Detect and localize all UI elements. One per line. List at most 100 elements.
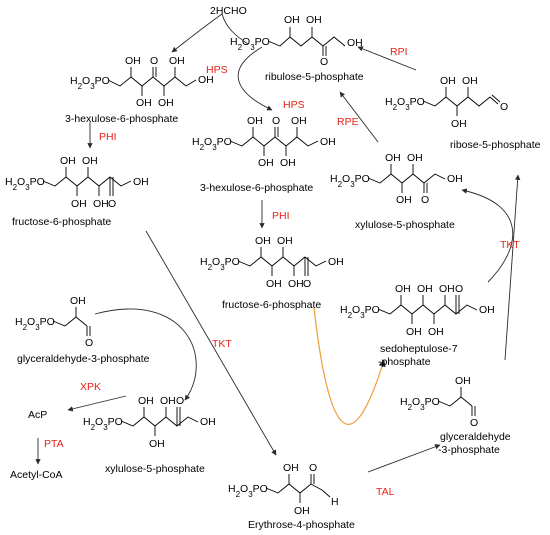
phosphate-group: H2O3PO	[330, 173, 370, 189]
phosphate-group: H2O3PO	[70, 75, 110, 91]
hydroxyl-group: OH	[406, 326, 422, 338]
oxygen-atom: O	[176, 395, 184, 407]
hydroxyl-group: OH	[462, 75, 478, 87]
phosphate-group: H2O3PO	[400, 396, 440, 412]
xylulose-5-phosphate-label: xylulose-5-phosphate	[355, 219, 455, 231]
phosphate-group: H2O3PO	[192, 136, 232, 152]
hydroxyl-group: OH	[158, 97, 174, 109]
enzyme-phi: PHI	[99, 131, 117, 143]
hydroxyl-group: OH	[284, 14, 300, 26]
enzyme-tkt: TKT	[500, 239, 520, 251]
oxygen-atom: O	[108, 198, 116, 210]
arrow-r5p-to-ru5p	[357, 46, 417, 71]
arrow-xu5p-to-ru5p	[339, 91, 379, 143]
formaldehyde-label: 2HCHO	[210, 5, 247, 17]
phosphate-group: H2O3PO	[5, 176, 45, 192]
sedoheptulose-7-phosphate-label-line2: -phosphate	[378, 356, 431, 368]
hydroxyl-group: OH	[60, 155, 76, 167]
hydroxyl-group: OH	[320, 136, 336, 148]
arrow-xpk	[67, 395, 127, 412]
hydroxyl-group: OH	[328, 256, 344, 268]
ribulose-5-phosphate-label: ribulose-5-phosphate	[265, 71, 364, 83]
hydroxyl-group: OH	[136, 97, 152, 109]
compound-labels: 2HCHO ribulose-5-phosphate 3-hexulose-6-…	[10, 5, 541, 531]
arrow-tkt-right	[461, 188, 514, 283]
glyceraldehyde-3-phosphate-structure: H2O3PO OH O	[15, 295, 93, 349]
hydroxyl-group: OH	[417, 283, 433, 295]
hydrogen-atom: H	[331, 496, 339, 508]
hydroxyl-group: OH	[133, 176, 149, 188]
hydroxyl-group: OH	[288, 278, 304, 290]
hydroxyl-group: OH	[451, 118, 467, 130]
hydroxyl-group: OH	[479, 304, 495, 316]
phosphate-group: H2O3PO	[230, 36, 270, 52]
hydroxyl-group: OH	[283, 462, 299, 474]
erythrose-4-phosphate-label: Erythrose-4-phosphate	[248, 519, 355, 531]
hydroxyl-group: OH	[291, 115, 307, 127]
hydroxyl-group: OH	[149, 438, 165, 450]
phosphate-group: H2O3PO	[385, 96, 425, 112]
xylulose-5-phosphate-structure: H2O3PO OH OH OH O OH	[330, 152, 463, 206]
3-hexulose-6-phosphate-label: 3-hexulose-6-phosphate	[65, 113, 178, 125]
enzyme-labels: RPI HPS HPS RPE PHI PHI TKT TKT XPK PTA …	[44, 46, 520, 498]
oxygen-atom: O	[421, 194, 429, 206]
sedoheptulose-7-phosphate-label-line1: sedoheptulose-7	[380, 343, 458, 355]
enzyme-hps: HPS	[206, 64, 228, 76]
arrow-tal	[367, 444, 441, 473]
sedoheptulose-7-phosphate-structure: H2O3PO OH OH OH O OH OH OH	[340, 283, 495, 338]
enzyme-xpk: XPK	[80, 381, 101, 393]
hydroxyl-group: OH	[396, 194, 412, 206]
hydroxyl-group: OH	[266, 278, 282, 290]
hydroxyl-group: OH	[125, 55, 141, 67]
hydroxyl-group: OH	[294, 505, 310, 517]
arrow-hcho-to-hu6p	[171, 13, 223, 53]
hydroxyl-group: OH	[138, 395, 154, 407]
enzyme-phi: PHI	[272, 210, 290, 222]
enzyme-tal: TAL	[376, 486, 395, 498]
enzyme-rpi: RPI	[390, 46, 408, 58]
enzyme-tkt: TKT	[212, 338, 232, 350]
oxygen-atom: O	[470, 417, 478, 429]
hydroxyl-group: OH	[169, 55, 185, 67]
reaction-arrows	[35, 13, 521, 473]
oxygen-atom: O	[500, 101, 508, 113]
hydroxyl-group: OH	[198, 74, 214, 86]
hydroxyl-group: OH	[160, 395, 176, 407]
oxygen-atom: O	[320, 56, 328, 68]
xylulose-5-phosphate-label: xylulose-5-phosphate	[105, 463, 205, 475]
phosphate-group: H2O3PO	[340, 304, 380, 320]
glyceraldehyde-3-phosphate-label-line2: -3-phosphate	[438, 444, 500, 456]
acp-label: AcP	[28, 409, 47, 421]
enzyme-hps: HPS	[283, 99, 305, 111]
phosphate-group: H2O3PO	[15, 316, 55, 332]
hydroxyl-group: OH	[200, 416, 216, 428]
oxygen-atom: O	[303, 278, 311, 290]
hydroxyl-group: OH	[306, 14, 322, 26]
hydroxyl-group: OH	[247, 115, 263, 127]
hydroxyl-group: OH	[347, 37, 363, 49]
ribulose-5-phosphate-structure: H2O3PO OH OH O OH	[230, 14, 363, 68]
fructose-6-phosphate-label: fructose-6-phosphate	[222, 299, 321, 311]
hydroxyl-group: OH	[440, 75, 456, 87]
hydroxyl-group: OH	[447, 173, 463, 185]
enzyme-pta: PTA	[44, 438, 64, 450]
hydroxyl-group: OH	[407, 152, 423, 164]
fructose-6-phosphate-label: fructose-6-phosphate	[12, 216, 111, 228]
3-hexulose-6-phosphate-label: 3-hexulose-6-phosphate	[200, 182, 313, 194]
oxygen-atom: O	[309, 462, 317, 474]
oxygen-atom: O	[455, 283, 463, 295]
oxygen-atom: O	[150, 55, 158, 67]
glyceraldehyde-3-phosphate-structure: H2O3PO OH O	[400, 375, 478, 429]
hydroxyl-group: OH	[439, 283, 455, 295]
ribose-5-phosphate-structure: H2O3PO OH OH OH O	[385, 75, 508, 130]
arrow-g3p-to-r5p	[504, 174, 521, 361]
arrow-f6p-to-e4p	[145, 230, 277, 456]
glyceraldehyde-3-phosphate-label-line1: glyceraldehyde	[440, 431, 511, 443]
hydroxyl-group: OH	[280, 157, 296, 169]
glyceraldehyde-3-phosphate-label: glyceraldehyde-3-phosphate	[17, 353, 150, 365]
3-hexulose-6-phosphate-structure: H2O3PO OH O OH OH OH OH	[192, 115, 336, 169]
arrow-ru5p-to-hu6p	[237, 46, 273, 111]
oxygen-atom: O	[85, 337, 93, 349]
hydroxyl-group: OH	[93, 198, 109, 210]
